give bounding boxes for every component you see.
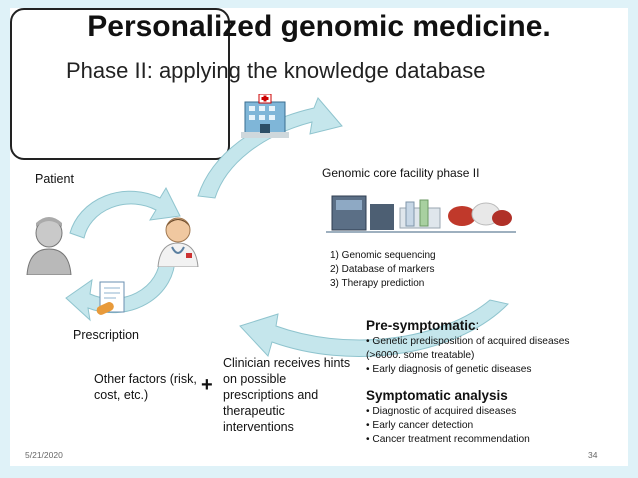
footer-date: 5/21/2020: [25, 450, 63, 460]
symptomatic-heading: Symptomatic analysis: [366, 388, 508, 403]
presymptomatic-heading: Pre-symptomatic:: [366, 318, 479, 333]
page-subtitle: Phase II: applying the knowledge databas…: [66, 58, 486, 83]
genomic-facility-box: [10, 8, 230, 160]
hospital-icon: [241, 94, 289, 138]
presymptomatic-item: (>6000. some treatable): [366, 350, 475, 361]
patient-label: Patient: [35, 172, 74, 186]
presymptomatic-heading-colon: :: [475, 318, 480, 333]
cycle-arrows: [65, 97, 509, 357]
patient-avatar-icon: [26, 217, 72, 275]
facility-step: 1) Genomic sequencing: [330, 250, 436, 261]
footer-page-number: 34: [588, 450, 598, 460]
symptomatic-item: • Early cancer detection: [366, 420, 474, 431]
prescription-label: Prescription: [73, 328, 139, 342]
symptomatic-item: • Cancer treatment recommendation: [366, 434, 530, 445]
small-cycle-arrow-lower: [65, 257, 176, 322]
symptomatic-item: • Diagnostic of acquired diseases: [366, 406, 517, 417]
presymptomatic-item: • Early diagnosis of genetic diseases: [366, 364, 532, 375]
small-cycle-arrow: [69, 186, 181, 239]
plus-sign: +: [201, 374, 213, 396]
facility-step: 2) Database of markers: [330, 264, 435, 275]
page-title: Personalized genomic medicine.: [87, 10, 551, 43]
large-cycle-arrow-bottom: [239, 299, 509, 357]
lab-equipment-image: [326, 195, 516, 233]
other-factors-text: Other factors (risk, cost, etc.): [94, 372, 197, 402]
presymptomatic-heading-text: Pre-symptomatic: [366, 318, 476, 333]
prescription-icon: [96, 281, 125, 315]
facility-step: 3) Therapy prediction: [330, 278, 425, 289]
clinician-text: Clinician receives hints on possible pre…: [223, 356, 351, 434]
doctor-avatar-icon: [157, 217, 199, 267]
presymptomatic-item: • Genetic predisposition of acquired dis…: [366, 336, 570, 347]
large-cycle-arrow-top: [197, 97, 343, 199]
facility-title: Genomic core facility phase II: [322, 166, 480, 180]
slide: Personalized genomic medicine. Phase II:…: [10, 8, 628, 466]
